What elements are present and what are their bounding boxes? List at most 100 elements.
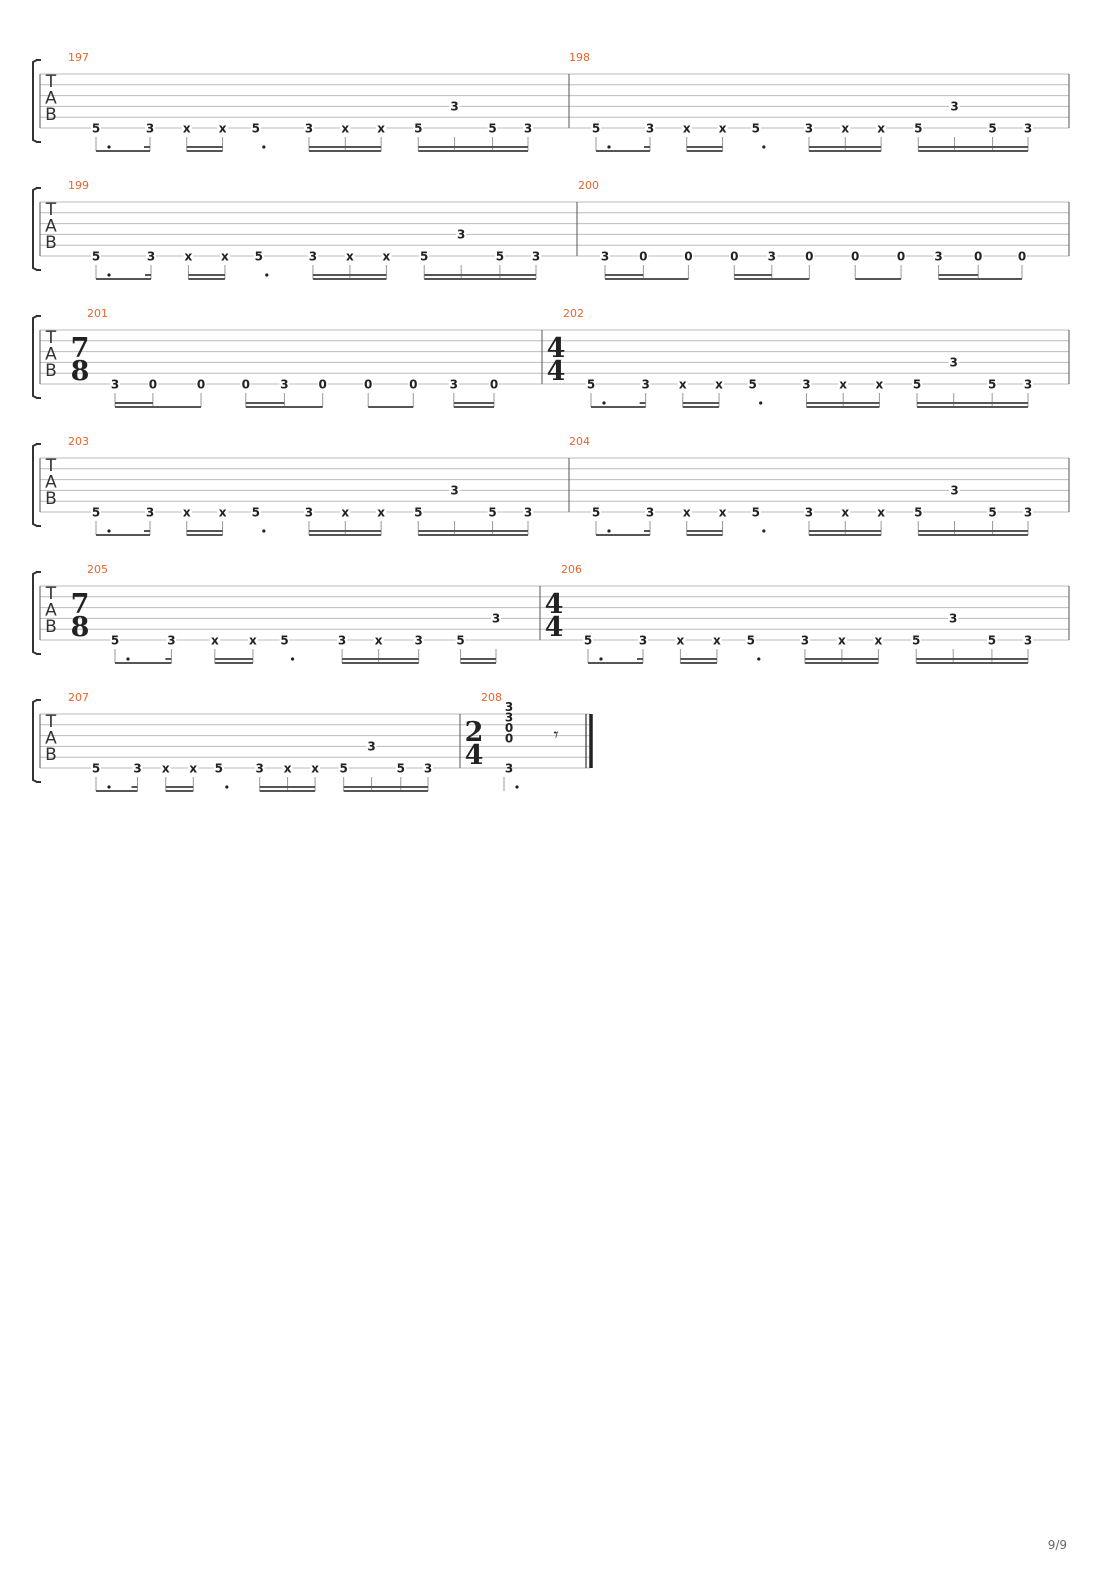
fret-mask xyxy=(91,506,101,518)
fret-number: 5 xyxy=(252,122,260,136)
fret-mask xyxy=(494,250,505,262)
fret-number: x xyxy=(876,378,884,392)
fret-number: 5 xyxy=(988,634,996,648)
fret-number: 3 xyxy=(147,250,155,264)
fret-mask xyxy=(279,634,290,646)
fret-number: 3 xyxy=(768,250,776,264)
fret-number: 0 xyxy=(242,378,250,392)
fret-mask xyxy=(487,506,498,518)
fret-number: 5 xyxy=(587,378,595,392)
tab-clef-letter: B xyxy=(45,489,57,509)
system-bracket xyxy=(32,315,38,399)
system-bracket xyxy=(32,443,38,527)
fret-mask xyxy=(1017,250,1027,262)
fret-number: x xyxy=(877,506,885,520)
fret-number: 5 xyxy=(92,250,100,264)
fret-number: 0 xyxy=(730,250,738,264)
fret-number: 3 xyxy=(450,378,458,392)
fret-number: x xyxy=(346,250,354,264)
fret-mask xyxy=(1023,506,1033,518)
fret-mask xyxy=(344,250,355,262)
fret-number: 3 xyxy=(492,612,500,626)
fret-number: 3 xyxy=(950,484,958,498)
fret-mask xyxy=(1023,634,1033,646)
fret-mask xyxy=(340,122,351,134)
fret-mask xyxy=(912,378,923,390)
fret-number: 3 xyxy=(524,506,532,520)
measure-number: 200 xyxy=(578,179,599,192)
fret-number: 3 xyxy=(646,506,654,520)
fret-number: x xyxy=(877,122,885,136)
fret-mask xyxy=(645,122,655,134)
fret-number: 0 xyxy=(639,250,647,264)
fret-number: x xyxy=(683,122,691,136)
fret-number: 3 xyxy=(424,762,432,776)
rhythm-dot xyxy=(599,657,603,661)
fret-number: x xyxy=(211,634,219,648)
fret-mask xyxy=(531,250,541,262)
fret-number: 0 xyxy=(409,378,417,392)
fret-number: 5 xyxy=(752,122,760,136)
fret-number: 5 xyxy=(747,634,755,648)
fret-number: 5 xyxy=(414,122,422,136)
fret-number: 0 xyxy=(974,250,982,264)
rhythm-dot xyxy=(107,273,111,277)
fret-number: x xyxy=(838,634,846,648)
fret-mask xyxy=(373,634,384,646)
eighth-rest: 𝄾 xyxy=(553,724,558,746)
fret-number: x xyxy=(219,506,227,520)
fret-number: 3 xyxy=(805,506,813,520)
fret-mask xyxy=(850,250,861,262)
rhythm-dot xyxy=(262,529,266,533)
rhythm-dot xyxy=(515,785,519,789)
fret-number: x xyxy=(221,250,229,264)
fret-number: 3 xyxy=(1024,634,1032,648)
tab-clef-letter: A xyxy=(45,473,57,493)
fret-number: x xyxy=(219,122,227,136)
fret-mask xyxy=(110,378,120,390)
fret-mask xyxy=(253,250,264,262)
fret-mask xyxy=(1023,122,1033,134)
fret-mask xyxy=(714,378,725,390)
fret-number: 3 xyxy=(505,700,513,714)
fret-number: 3 xyxy=(146,122,154,136)
fret-number: x xyxy=(679,378,687,392)
measure-number: 204 xyxy=(569,435,590,448)
fret-number: x xyxy=(383,250,391,264)
tab-clef-letter: B xyxy=(45,105,57,125)
rhythm-dot xyxy=(762,529,766,533)
fret-number: 3 xyxy=(802,378,810,392)
fret-number: 3 xyxy=(305,506,313,520)
fret-number: 3 xyxy=(255,762,263,776)
time-signature-bottom: 4 xyxy=(547,356,566,387)
tab-clef-letter: B xyxy=(45,233,57,253)
system-bracket xyxy=(32,59,38,143)
fret-number: 5 xyxy=(111,634,119,648)
fret-mask xyxy=(949,484,960,497)
measure-number: 201 xyxy=(87,307,108,320)
fret-mask xyxy=(455,634,466,646)
fret-number: 3 xyxy=(414,634,422,648)
fret-number: 5 xyxy=(339,762,347,776)
fret-number: 5 xyxy=(488,122,496,136)
fret-mask xyxy=(376,506,387,518)
fret-mask xyxy=(586,378,596,390)
fret-mask xyxy=(489,378,499,390)
fret-number: 3 xyxy=(1024,506,1032,520)
rhythm-dot xyxy=(107,145,111,149)
fret-mask xyxy=(181,122,192,134)
fret-number: x xyxy=(311,762,319,776)
fret-mask xyxy=(217,506,228,518)
fret-mask xyxy=(147,378,158,390)
fret-mask xyxy=(949,100,960,113)
tab-clef-letter: T xyxy=(45,712,57,732)
tab-clef-letter: T xyxy=(45,456,57,476)
fret-number: x xyxy=(341,506,349,520)
fret-number: x xyxy=(713,634,721,648)
fret-mask xyxy=(766,250,777,262)
